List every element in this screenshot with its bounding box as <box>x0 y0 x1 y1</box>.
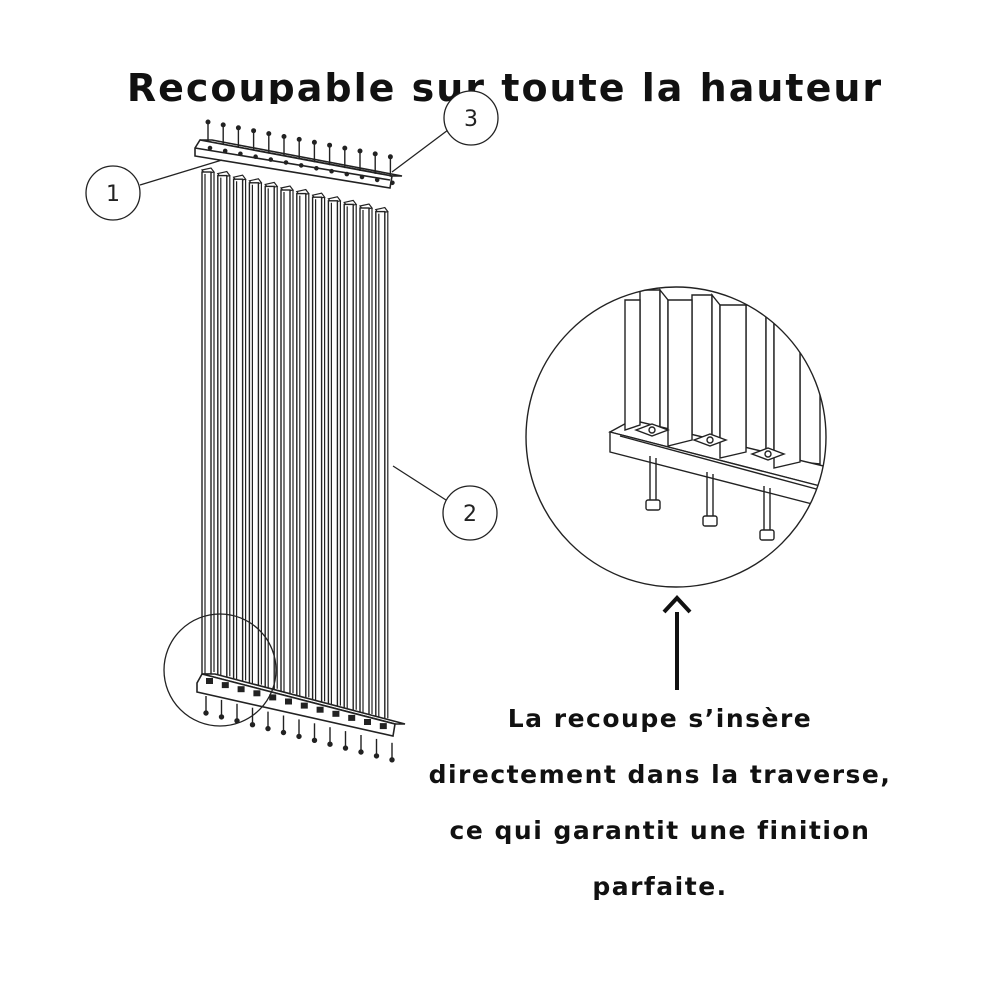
slat <box>232 174 247 684</box>
top-rail-bolts <box>205 119 395 186</box>
rail-slot <box>379 723 387 730</box>
slat <box>358 203 374 717</box>
slat <box>311 192 326 705</box>
rail-slot <box>316 706 324 713</box>
caption-line-3: ce qui garantit une finition <box>449 816 871 845</box>
detail-marker-circle <box>163 613 277 727</box>
rail-slot <box>206 678 213 684</box>
bolt <box>205 119 213 151</box>
up-arrow <box>662 595 692 690</box>
caption-text: La recoupe s’insère directement dans la … <box>380 698 940 922</box>
bolt <box>389 742 395 763</box>
bolt <box>251 128 258 159</box>
slat <box>295 188 310 700</box>
bolt <box>266 131 274 162</box>
bolt <box>203 696 209 716</box>
bolt <box>327 727 333 747</box>
detail-magnified-view <box>525 286 827 588</box>
bolt <box>234 703 240 724</box>
slats-group <box>200 167 389 721</box>
bolt <box>387 154 395 186</box>
bolt <box>265 711 271 732</box>
bolt <box>280 715 287 736</box>
slat <box>327 196 342 709</box>
diagram-title: Recoupable sur toute la hauteur <box>126 66 884 104</box>
rail-slot <box>332 710 340 717</box>
bolt <box>357 148 365 180</box>
rail-slot <box>285 698 292 705</box>
slat <box>374 206 389 721</box>
callout-2: 2 <box>392 465 498 541</box>
slat <box>279 185 295 696</box>
bolt <box>327 142 334 174</box>
bolt <box>218 699 225 720</box>
bolt <box>373 738 380 759</box>
bolt <box>342 145 350 177</box>
slat <box>216 170 231 679</box>
caption-line-2: directement dans la traverse, <box>428 760 892 789</box>
bolt <box>372 151 380 183</box>
rail-slot <box>253 690 261 697</box>
bolt <box>358 735 364 755</box>
bolt <box>296 136 304 168</box>
callout-1: 1 <box>85 159 223 221</box>
bolt <box>311 139 319 171</box>
bolt <box>296 719 302 740</box>
slat <box>200 167 216 675</box>
bolt <box>235 125 243 157</box>
callout-1-label: 1 <box>106 182 120 207</box>
callout-3-label: 3 <box>464 107 478 132</box>
slat <box>248 178 263 688</box>
bolt <box>342 731 349 751</box>
bottom-rail-bolts <box>203 696 395 763</box>
rail-slot <box>221 682 229 689</box>
bolt <box>311 723 318 743</box>
bottom-rail <box>196 673 406 737</box>
rail-slot <box>300 702 308 709</box>
slat <box>264 181 279 692</box>
slat <box>343 199 358 713</box>
callout-2-label: 2 <box>463 502 477 527</box>
bottom-rail-slots <box>206 678 387 730</box>
rail-slot <box>348 714 356 721</box>
rail-slot <box>237 686 245 693</box>
callout-3: 3 <box>391 90 499 173</box>
caption-line-1: La recoupe s’insère <box>507 704 813 733</box>
bolt <box>281 133 289 165</box>
rail-slot <box>364 719 371 725</box>
bolt <box>220 122 228 154</box>
caption-line-4: parfaite. <box>592 872 728 901</box>
rail-slot <box>269 694 277 701</box>
top-rail <box>194 139 403 189</box>
